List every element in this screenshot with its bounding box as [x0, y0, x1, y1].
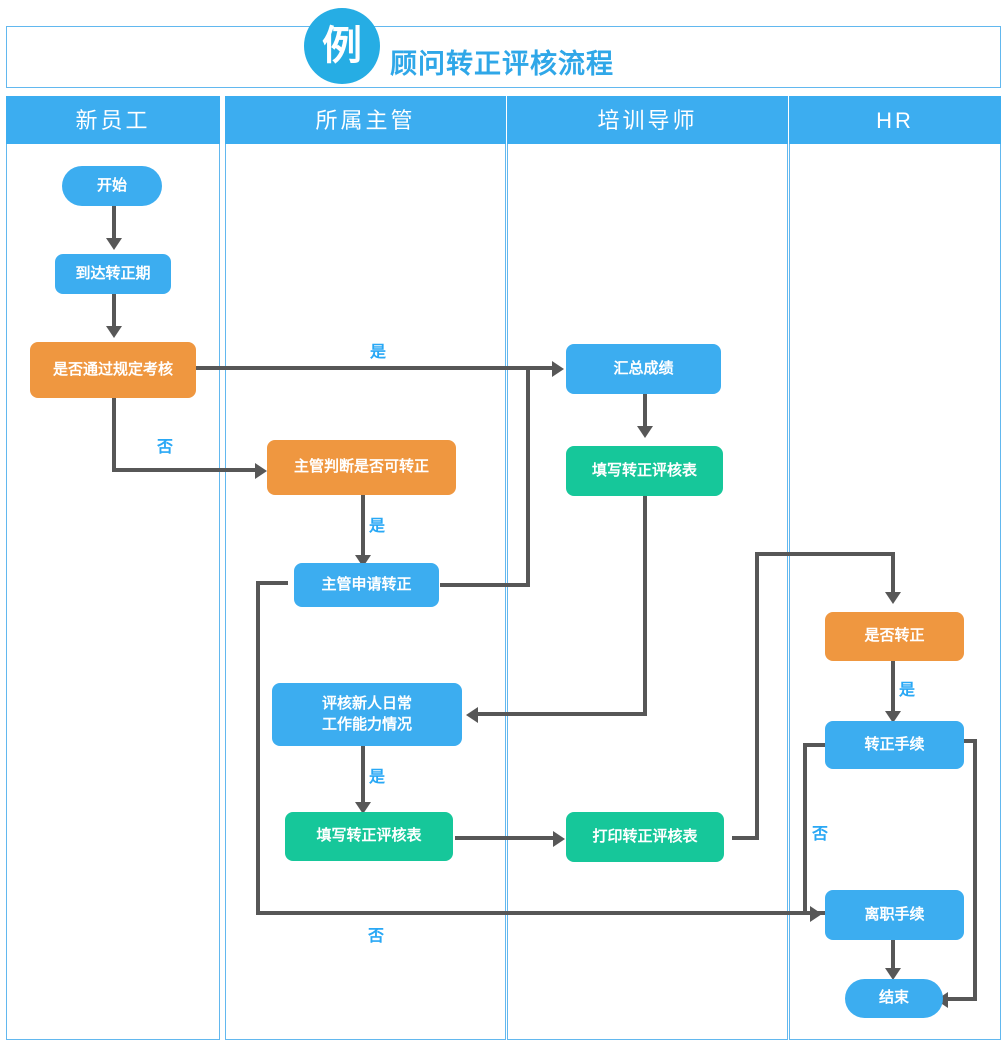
node-print-form[interactable]: 打印转正评核表: [566, 812, 724, 862]
lane-employee: 新员工: [6, 96, 220, 1040]
connector-start-to-reach: [112, 206, 116, 242]
page-title: 顾问转正评核流程: [390, 49, 614, 79]
arrowhead-apply-no-to-leave: [810, 906, 822, 922]
lane-header-manager: 所属主管: [225, 96, 506, 144]
edge-label-apply-no: 否: [368, 928, 385, 945]
node-summarize[interactable]: 汇总成绩: [566, 344, 721, 394]
lane-header-employee: 新员工: [6, 96, 220, 144]
connector-apply-to-summarize-h: [440, 583, 530, 587]
connector-trfill-to-review-v: [643, 496, 647, 716]
lane-header-trainer: 培训导师: [507, 96, 788, 144]
connector-print-to-confirm-v1: [755, 552, 759, 840]
arrowhead-print-to-confirm: [885, 592, 901, 604]
node-end[interactable]: 结束: [845, 979, 943, 1018]
connector-confirm-no-h1: [803, 743, 831, 747]
connector-apply-to-summarize-v: [526, 366, 530, 587]
lane-header-hr: HR: [789, 96, 1001, 144]
connector-confirm-yes-v: [891, 661, 895, 715]
edge-label-review-yes: 是: [369, 769, 386, 786]
connector-print-to-confirm-h1: [732, 836, 759, 840]
node-pass-exam[interactable]: 是否通过规定考核: [30, 342, 196, 398]
arrowhead-summarize-to-fillform: [637, 426, 653, 438]
connector-exam-no-h: [112, 468, 257, 472]
edge-label-confirm-no: 否: [812, 826, 829, 843]
connector-apply-no-h2: [256, 911, 823, 915]
node-regular-process[interactable]: 转正手续: [825, 721, 964, 769]
connector-apply-no-h1: [256, 581, 288, 585]
connector-print-to-confirm-v2: [891, 552, 895, 596]
arrowhead-exam-to-judge: [255, 463, 267, 479]
connector-regular-to-end-h1: [963, 739, 977, 743]
node-leave-process[interactable]: 离职手续: [825, 890, 964, 940]
arrowhead-mgrfill-to-print: [553, 831, 565, 847]
node-manager-judge[interactable]: 主管判断是否可转正: [267, 440, 456, 495]
connector-exam-yes-h: [196, 366, 554, 370]
node-reach-period[interactable]: 到达转正期: [55, 254, 171, 294]
connector-summarize-to-fillform: [643, 394, 647, 430]
arrowhead-exam-to-summarize: [552, 361, 564, 377]
connector-review-to-mgrfill: [361, 746, 365, 806]
lane-hr: HR: [789, 96, 1001, 1040]
connector-judge-to-apply: [361, 495, 365, 559]
edge-label-judge-yes: 是: [369, 518, 386, 535]
arrowhead-reach-to-exam: [106, 326, 122, 338]
node-start[interactable]: 开始: [62, 166, 162, 206]
example-badge-icon: 例: [304, 8, 380, 84]
connector-mgrfill-to-print: [455, 836, 555, 840]
connector-reach-to-exam: [112, 294, 116, 330]
title-bar: [6, 26, 1001, 88]
arrowhead-start-to-reach: [106, 238, 122, 250]
edge-label-confirm-yes: 是: [899, 682, 916, 699]
arrowhead-leave-to-end: [885, 968, 901, 980]
connector-print-to-confirm-h2: [755, 552, 895, 556]
arrowhead-review-to-mgrfill: [355, 802, 371, 814]
edge-label-exam-yes: 是: [370, 344, 387, 361]
node-fill-form-trainer[interactable]: 填写转正评核表: [566, 446, 723, 496]
connector-regular-to-end-h2: [947, 997, 977, 1001]
connector-trfill-to-review-h: [478, 712, 647, 716]
connector-exam-no-v: [112, 398, 116, 472]
node-confirm-regular[interactable]: 是否转正: [825, 612, 964, 661]
connector-regular-to-end-v: [973, 739, 977, 999]
node-review-daily[interactable]: 评核新人日常 工作能力情况: [272, 683, 462, 746]
arrowhead-trfill-to-review: [466, 707, 478, 723]
arrowhead-confirm-to-regular: [885, 711, 901, 723]
node-fill-form-manager[interactable]: 填写转正评核表: [285, 812, 453, 861]
connector-apply-no-v: [256, 581, 260, 913]
connector-confirm-no-v: [803, 743, 807, 913]
node-manager-apply[interactable]: 主管申请转正: [294, 563, 439, 607]
lane-trainer: 培训导师: [507, 96, 788, 1040]
connector-leave-to-end: [891, 940, 895, 972]
edge-label-exam-no: 否: [157, 439, 174, 456]
